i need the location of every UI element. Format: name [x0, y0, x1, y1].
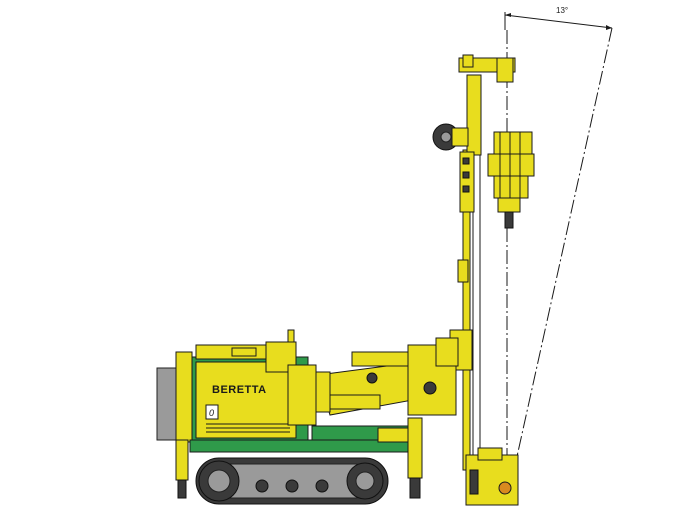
rear-outrigger: [407, 417, 423, 479]
panel-badge: [205, 404, 219, 420]
drill-bit: [504, 211, 514, 229]
side-post: [175, 351, 193, 443]
mast-valve-block: [459, 151, 475, 213]
engine-housing: BERETTA 0: [156, 329, 317, 446]
angle-dim-arrow-left: [505, 13, 511, 17]
boom-arm: [299, 337, 459, 416]
chassis: [175, 417, 423, 499]
angle-dim-arrow-right: [606, 25, 612, 30]
boom-lower-cylinder: [329, 394, 381, 410]
front-outrigger: [175, 439, 189, 481]
mast-foot: [465, 447, 519, 506]
angle-dimension: 13°: [504, 6, 613, 471]
panel-badge-text: 0: [209, 408, 214, 418]
boom-cylinder: [351, 351, 413, 367]
crawler-track: [195, 457, 389, 505]
brand-label: BERETTA: [212, 384, 267, 396]
mast-head-pulley: [496, 57, 514, 83]
housing-panel: [195, 361, 297, 439]
angle-label: 13°: [556, 6, 568, 15]
angle-dim-arc: [504, 14, 613, 29]
foot-clamp-marker: [498, 481, 512, 495]
rotary-head: [487, 131, 535, 229]
tilted-axis-line: [513, 27, 613, 471]
mast-top-column: [466, 74, 482, 156]
